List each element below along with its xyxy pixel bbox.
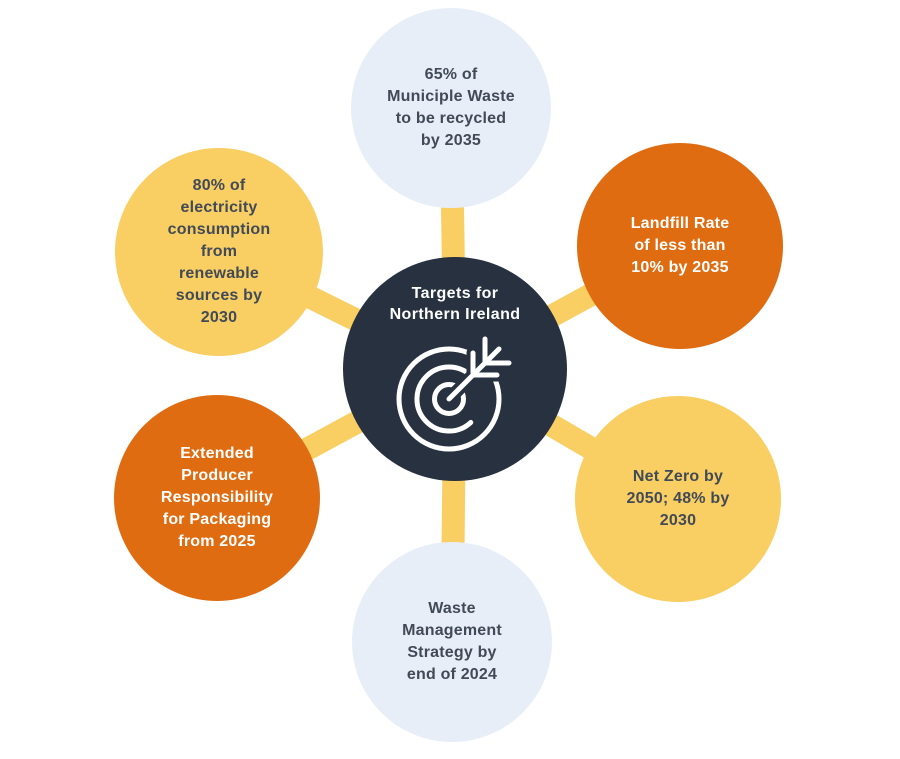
target-middle-ring [414, 364, 475, 434]
target-outer-ring [396, 346, 502, 452]
node-label: Waste Management Strategy by end of 2024 [402, 600, 502, 683]
node-municipal-waste-recycling: 65% of Municiple Waste to be recycled by… [351, 8, 551, 208]
hub-node: Targets for Northern Ireland [343, 257, 567, 481]
node-landfill-rate: Landfill Rate of less than 10% by 2035 [577, 143, 783, 349]
hub-label: Targets for Northern Ireland [389, 285, 521, 323]
node-extended-producer-responsibility: Extended Producer Responsibility for Pac… [114, 395, 320, 601]
arrow [446, 336, 512, 402]
node-net-zero: Net Zero by 2050; 48% by 2030 [575, 396, 781, 602]
node-label: 65% of Municiple Waste to be recycled by… [387, 66, 515, 149]
node-label: Net Zero by 2050; 48% by 2030 [626, 468, 730, 529]
node-label: Landfill Rate of less than 10% by 2035 [630, 215, 730, 276]
node-renewable-electricity: 80% of electricity consumption from rene… [115, 148, 323, 356]
target-inner-ring [432, 382, 466, 416]
target-bullseye-arrow-icon [396, 332, 516, 452]
node-waste-management-strategy: Waste Management Strategy by end of 2024 [352, 542, 552, 742]
node-label: 80% of electricity consumption from rene… [167, 177, 271, 326]
node-label: Extended Producer Responsibility for Pac… [160, 445, 274, 550]
